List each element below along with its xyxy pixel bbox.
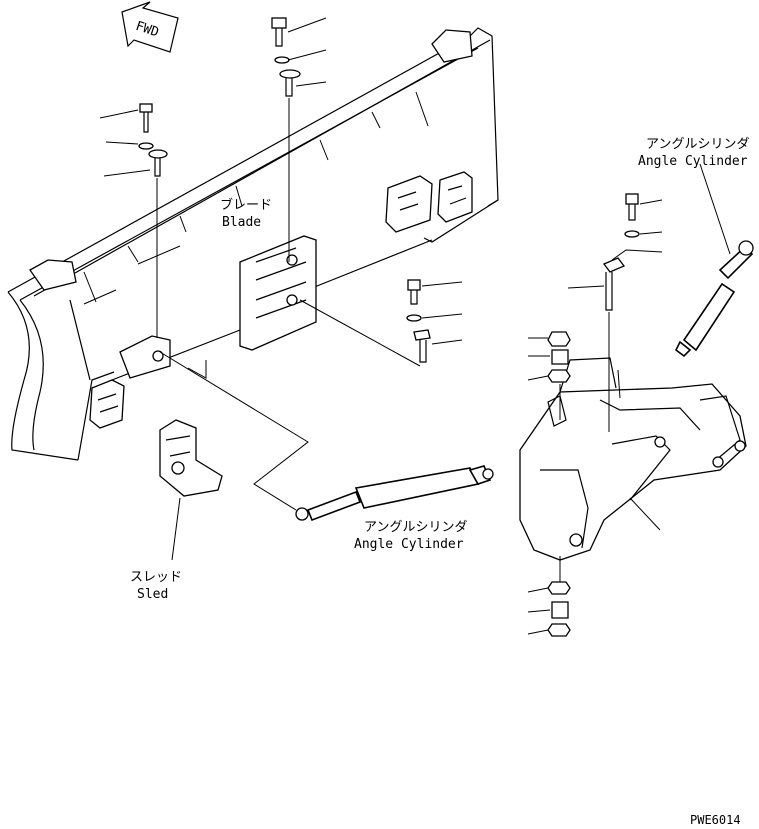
cyl-top-label-en: Angle Cylinder	[638, 154, 748, 169]
blade-right-bracket	[385, 171, 473, 233]
angle-cylinder-mid	[295, 465, 494, 522]
sled-label-en: Sled	[137, 587, 168, 602]
cyl-top-label-jp: アングルシリンダ	[646, 137, 749, 152]
angle-cylinder-top	[674, 163, 754, 358]
blade-label-jp: ブレード	[220, 197, 272, 213]
lower-center-pin-stack	[299, 279, 463, 367]
center-mount-plate	[239, 235, 317, 351]
blade-left-bracket	[89, 335, 171, 429]
cyl-mid-label-en: Angle Cylinder	[354, 537, 464, 552]
sled-part	[159, 419, 223, 561]
main-frame	[519, 357, 747, 561]
frame-lower-nut-stack	[527, 556, 571, 637]
fwd-label: FWD	[134, 19, 161, 41]
blade-center-pin-stack	[271, 17, 327, 262]
drawing-code: PWE6014	[690, 813, 741, 827]
frame-upper-nut-stack	[527, 331, 571, 420]
blade-body	[7, 27, 499, 461]
cyl-mid-label-jp: アングルシリンダ	[364, 520, 467, 535]
assembly-leader-line	[159, 351, 309, 511]
sled-label-jp: スレッド	[130, 570, 182, 585]
frame-top-pin-stack	[567, 193, 663, 432]
fwd-arrow-icon: FWD	[121, 1, 179, 53]
blade-left-pin-stack	[99, 103, 168, 338]
blade-label-en: Blade	[222, 215, 261, 230]
